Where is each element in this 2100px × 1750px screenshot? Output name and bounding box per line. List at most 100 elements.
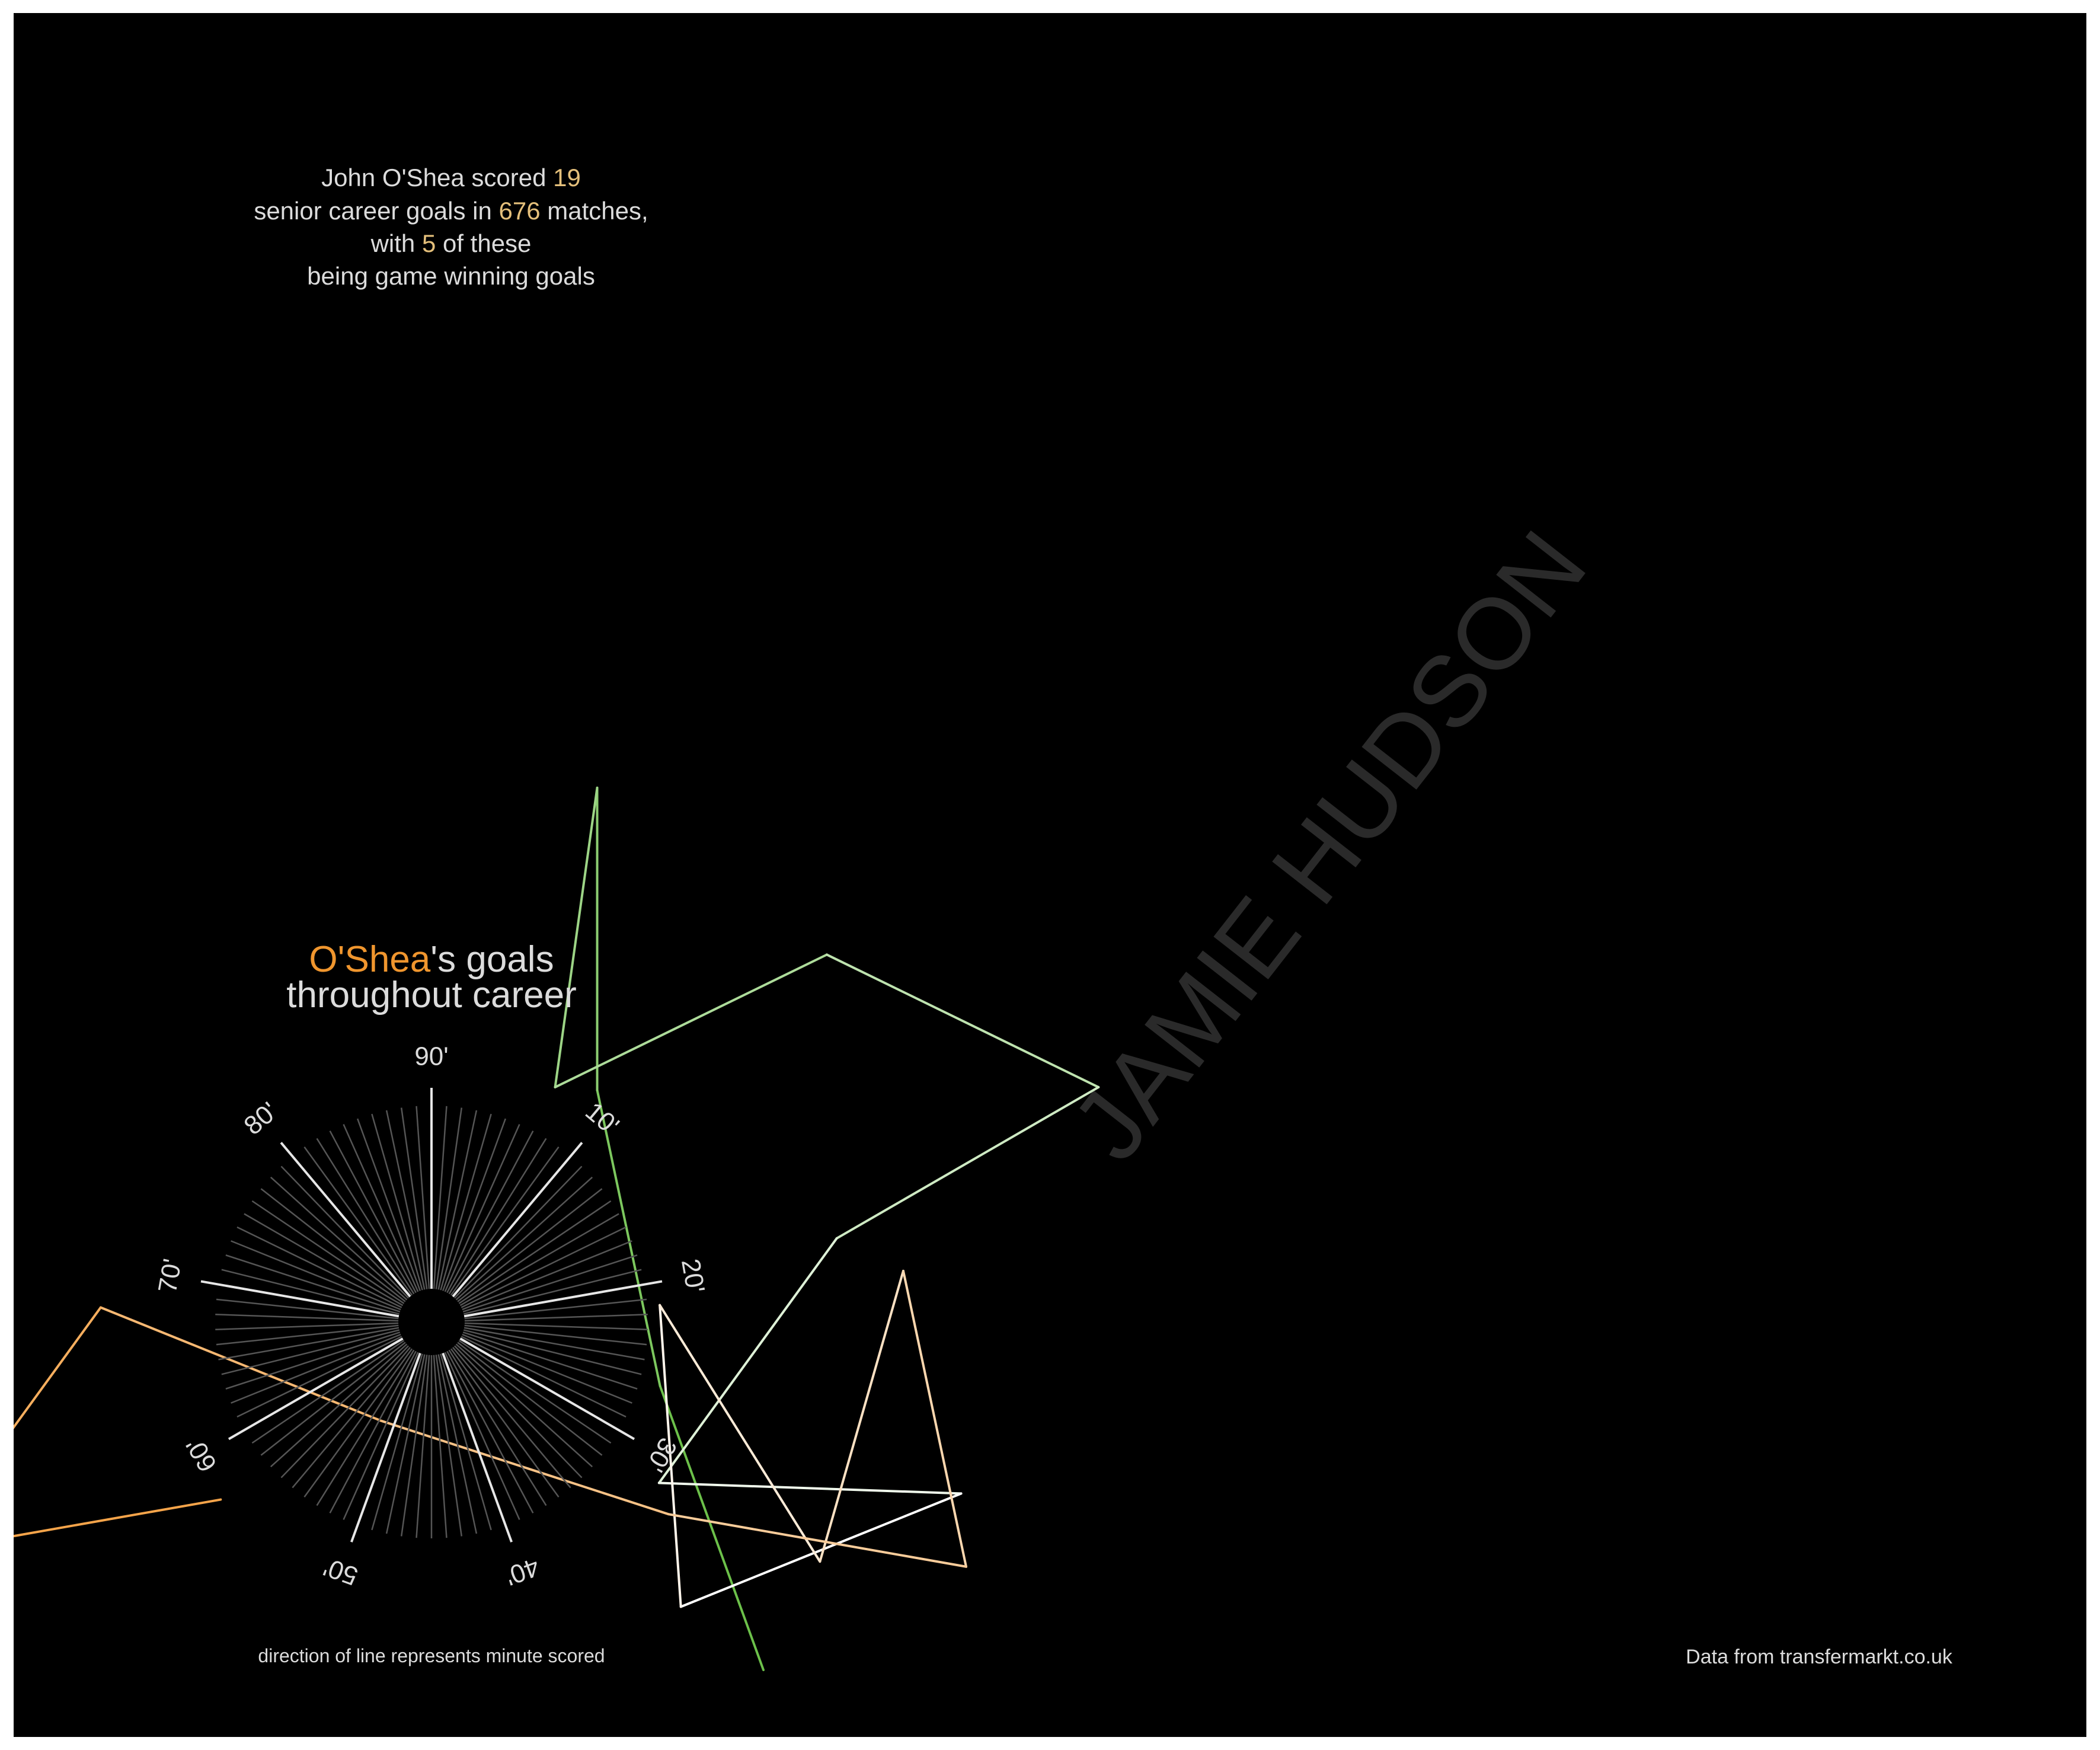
source-caption: Data from transfermarkt.co.uk bbox=[1686, 1646, 1953, 1668]
compass-major-tick bbox=[450, 1142, 583, 1299]
goal-segment bbox=[679, 1492, 963, 1608]
minute-compass: 90'10'20'30'40'50'60'70'80' bbox=[153, 1042, 710, 1591]
compass-minor-tick bbox=[443, 1124, 520, 1295]
compass-minor-tick bbox=[449, 1146, 560, 1298]
compass-minor-tick bbox=[445, 1349, 534, 1513]
compass-minor-tick bbox=[280, 1165, 411, 1301]
intro-text: John O'Shea scored 19 senior career goal… bbox=[254, 164, 648, 290]
chart-svg: JAMIE HUDSON John O'Shea scored 19 senio… bbox=[14, 164, 1953, 1671]
compass-minor-tick bbox=[385, 1352, 426, 1534]
compass-minor-tick bbox=[316, 1347, 416, 1506]
compass-minor-tick bbox=[462, 1314, 648, 1322]
compass-minor-tick bbox=[221, 1269, 402, 1315]
compass-minor-tick bbox=[453, 1342, 593, 1468]
goal-segment bbox=[659, 1384, 765, 1671]
compass-minor-tick bbox=[452, 1165, 583, 1301]
compass-minor-tick bbox=[456, 1200, 612, 1305]
compass-major-tick bbox=[228, 1336, 405, 1441]
intro-line-2-end: matches, bbox=[541, 197, 648, 225]
compass-minor-tick bbox=[218, 1326, 402, 1361]
compass-label: 80' bbox=[238, 1097, 283, 1141]
compass-minor-tick bbox=[458, 1213, 619, 1308]
goal-segment bbox=[825, 953, 1100, 1088]
compass-minor-tick bbox=[400, 1107, 429, 1292]
compass-label: 20' bbox=[676, 1257, 710, 1295]
compass-minor-tick bbox=[216, 1324, 401, 1346]
compass-minor-tick bbox=[456, 1339, 612, 1444]
compass-minor-tick bbox=[251, 1339, 407, 1444]
compass-minor-tick bbox=[215, 1314, 401, 1322]
compass-minor-tick bbox=[270, 1342, 410, 1468]
compass-minor-tick bbox=[461, 1330, 638, 1390]
compass-minor-tick bbox=[443, 1349, 520, 1520]
compass-minor-tick bbox=[459, 1333, 632, 1404]
goals-count: 19 bbox=[553, 164, 581, 191]
compass-minor-tick bbox=[439, 1351, 492, 1531]
compass-minor-tick bbox=[303, 1146, 414, 1298]
goal-path bbox=[14, 786, 1100, 1671]
compass-minor-tick bbox=[231, 1240, 404, 1311]
compass-minor-tick bbox=[371, 1351, 424, 1531]
compass-minor-tick bbox=[260, 1188, 408, 1304]
compass-label: 60' bbox=[181, 1433, 223, 1477]
compass-minor-tick bbox=[280, 1343, 411, 1478]
intro-line-4: being game winning goals bbox=[307, 262, 595, 290]
compass-minor-tick bbox=[221, 1329, 402, 1375]
matches-count: 676 bbox=[499, 197, 541, 225]
compass-minor-tick bbox=[225, 1330, 402, 1390]
compass-minor-tick bbox=[385, 1110, 426, 1292]
compass-minor-tick bbox=[236, 1226, 404, 1310]
compass-minor-tick bbox=[447, 1347, 547, 1506]
title-line-1: O'Shea's goals bbox=[309, 939, 554, 980]
goal-segment bbox=[819, 1269, 904, 1563]
compass-minor-tick bbox=[434, 1352, 463, 1537]
title-rest: 's goals bbox=[430, 939, 554, 980]
goal-segment bbox=[667, 1513, 968, 1568]
compass-minor-tick bbox=[445, 1131, 534, 1295]
chart-canvas: JAMIE HUDSON John O'Shea scored 19 senio… bbox=[14, 13, 2086, 1737]
goal-segment bbox=[554, 953, 828, 1088]
goal-segment bbox=[657, 1237, 838, 1484]
goal-segment bbox=[14, 1498, 222, 1538]
direction-caption: direction of line represents minute scor… bbox=[258, 1645, 605, 1666]
compass-minor-tick bbox=[329, 1349, 418, 1513]
compass-minor-tick bbox=[461, 1326, 645, 1361]
compass-major-tick bbox=[200, 1280, 402, 1318]
intro-line-2-text: senior career goals in bbox=[254, 197, 498, 225]
compass-major-tick bbox=[461, 1280, 663, 1318]
compass-minor-tick bbox=[231, 1333, 404, 1404]
goal-segment bbox=[596, 1088, 661, 1387]
title-line-2: throughout career bbox=[286, 975, 576, 1015]
compass-minor-tick bbox=[459, 1240, 632, 1311]
goal-segment bbox=[902, 1269, 968, 1568]
compass-minor-tick bbox=[292, 1345, 413, 1489]
compass-minor-tick bbox=[270, 1176, 410, 1302]
compass-minor-tick bbox=[434, 1107, 463, 1292]
compass-minor-tick bbox=[459, 1334, 627, 1418]
compass-minor-tick bbox=[415, 1352, 430, 1538]
watermark: JAMIE HUDSON bbox=[1050, 511, 1608, 1180]
compass-minor-tick bbox=[441, 1118, 507, 1294]
compass-minor-tick bbox=[450, 1345, 571, 1489]
compass-minor-tick bbox=[453, 1176, 593, 1302]
compass-minor-tick bbox=[455, 1340, 603, 1456]
compass-label: 90' bbox=[414, 1042, 448, 1071]
compass-hub bbox=[398, 1289, 465, 1355]
intro-line-2: senior career goals in 676 matches, bbox=[254, 197, 648, 225]
compass-minor-tick bbox=[452, 1343, 583, 1478]
compass-label: 50' bbox=[319, 1552, 362, 1591]
compass-label: 30' bbox=[640, 1433, 682, 1477]
compass-major-tick bbox=[440, 1350, 513, 1543]
compass-minor-tick bbox=[236, 1334, 404, 1418]
goal-segment bbox=[554, 786, 599, 1088]
compass-minor-tick bbox=[439, 1113, 492, 1293]
compass-minor-tick bbox=[356, 1118, 422, 1294]
compass-minor-tick bbox=[316, 1138, 416, 1296]
player-name: O'Shea bbox=[309, 939, 430, 980]
goal-segment bbox=[659, 1304, 822, 1563]
compass-minor-tick bbox=[225, 1254, 402, 1314]
compass-minor-tick bbox=[260, 1340, 408, 1456]
goal-segment bbox=[657, 1481, 963, 1495]
compass-minor-tick bbox=[371, 1113, 424, 1293]
compass-minor-tick bbox=[437, 1352, 478, 1534]
